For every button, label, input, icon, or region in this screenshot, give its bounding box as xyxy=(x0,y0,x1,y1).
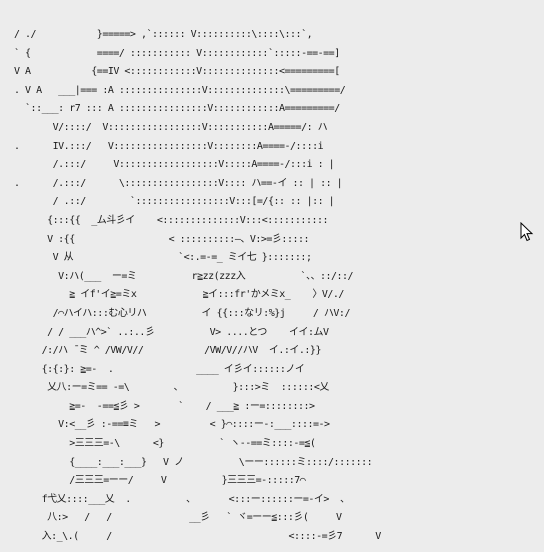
ascii-art-line: V 从 `<:.=-=_ ミイ七 }:::::::; xyxy=(14,252,312,264)
ascii-art-line: 八:> / / __彡 ` ヾ=ーー≦:::彡( V xyxy=(14,512,342,524)
ascii-art-line: /.:::/ V::::::::::::::::::V:::::A====-/:… xyxy=(14,159,335,171)
ascii-art-line: /⌒ハイハ:::む心リハ イ {{:::なリ:%}j / ハV:/ xyxy=(14,307,351,319)
ascii-art-line: V :{{ < ::::::::::—、V:>=彡::::: xyxy=(14,233,310,245)
ascii-art-line: `::___: r7 ::: A ::::::::::::::::V::::::… xyxy=(14,103,340,115)
ascii-art-line: / ./ }=====> ,`:::::: V::::::::::\::::\:… xyxy=(14,29,313,40)
ascii-art-line: / / ___ハ^>` ..:..彡 V> ....とつ イイ:ムV xyxy=(14,326,329,338)
ascii-art-line: V:<__彡 :-==≡ミ > < }⌒::::ー-:___::::=-> xyxy=(14,419,330,431)
ascii-art-text: / ./ }=====> ,`:::::: V::::::::::\::::\:… xyxy=(14,26,381,547)
ascii-art-line: ≧=- -==≦彡 > ` / ___≧ :ー=::::::::> xyxy=(14,400,315,412)
ascii-art-line: f弋乂::::___乂 . 、 <:::ー::::::ー=-イ> 、 xyxy=(14,493,350,505)
ascii-art-line: V:ハ(___ ー=ミ r≧zz(zzz入 `、、::/::/ xyxy=(14,270,354,282)
ascii-art-line: {____:___:___} V ノ \ーー::::::ミ::::/::::::… xyxy=(14,456,373,468)
ascii-art-line: / .::/ `:::::::::::::::::V:::[=/{:: :: |… xyxy=(14,196,335,208)
ascii-art-line: 乂八:ー=ミ== -=\ 、 }:::>ミ ::::::<乂 xyxy=(14,382,329,394)
ascii-art-line: . V A ___|=== :A :::::::::::::::V:::::::… xyxy=(14,84,346,96)
ascii-art-line: 入:_\.( / <::::-=彡7 V xyxy=(14,531,382,543)
ascii-art-line: ≧ イf'イ≧=ミx ≧イ:::fr'かメミx_ 〉V/./ xyxy=(14,289,344,301)
ascii-art-line: . /.:::/ \:::::::::::::::::V:::: ハ==-イ :… xyxy=(14,177,343,189)
ascii-art-line: V/::::/ V:::::::::::::::::V:::::::::::A=… xyxy=(14,121,328,133)
ascii-art-line: V A {==IV <::::::::::::V::::::::::::::<=… xyxy=(14,66,340,78)
ascii-art-line: /三三三=ーー/ V }三三三=-:::::7⌒ xyxy=(14,475,306,487)
ascii-art-line: /:/ハ ̄ ̄ミ ^ /VW/V// /VW/V//ハV イ.:イ.:}} xyxy=(14,345,322,357)
mouse-cursor-icon xyxy=(520,222,534,242)
ascii-art-line: ` { ====/ ::::::::::: V::::::::::::`::::… xyxy=(14,47,340,59)
ascii-art-line: . IV.:::/ V:::::::::::::::::V::::::::A==… xyxy=(14,140,324,152)
ascii-art-line: {:::{{ _ム斗彡イ <::::::::::::::V:::<:::::::… xyxy=(14,214,329,226)
ascii-art-line: {:{:}: ≧=- . ____ イ彡イ::::::ノイ xyxy=(14,363,305,375)
ascii-art-line: >三三三=-\ <} ` ヽ--==ミ::::-=≦( xyxy=(14,438,316,450)
